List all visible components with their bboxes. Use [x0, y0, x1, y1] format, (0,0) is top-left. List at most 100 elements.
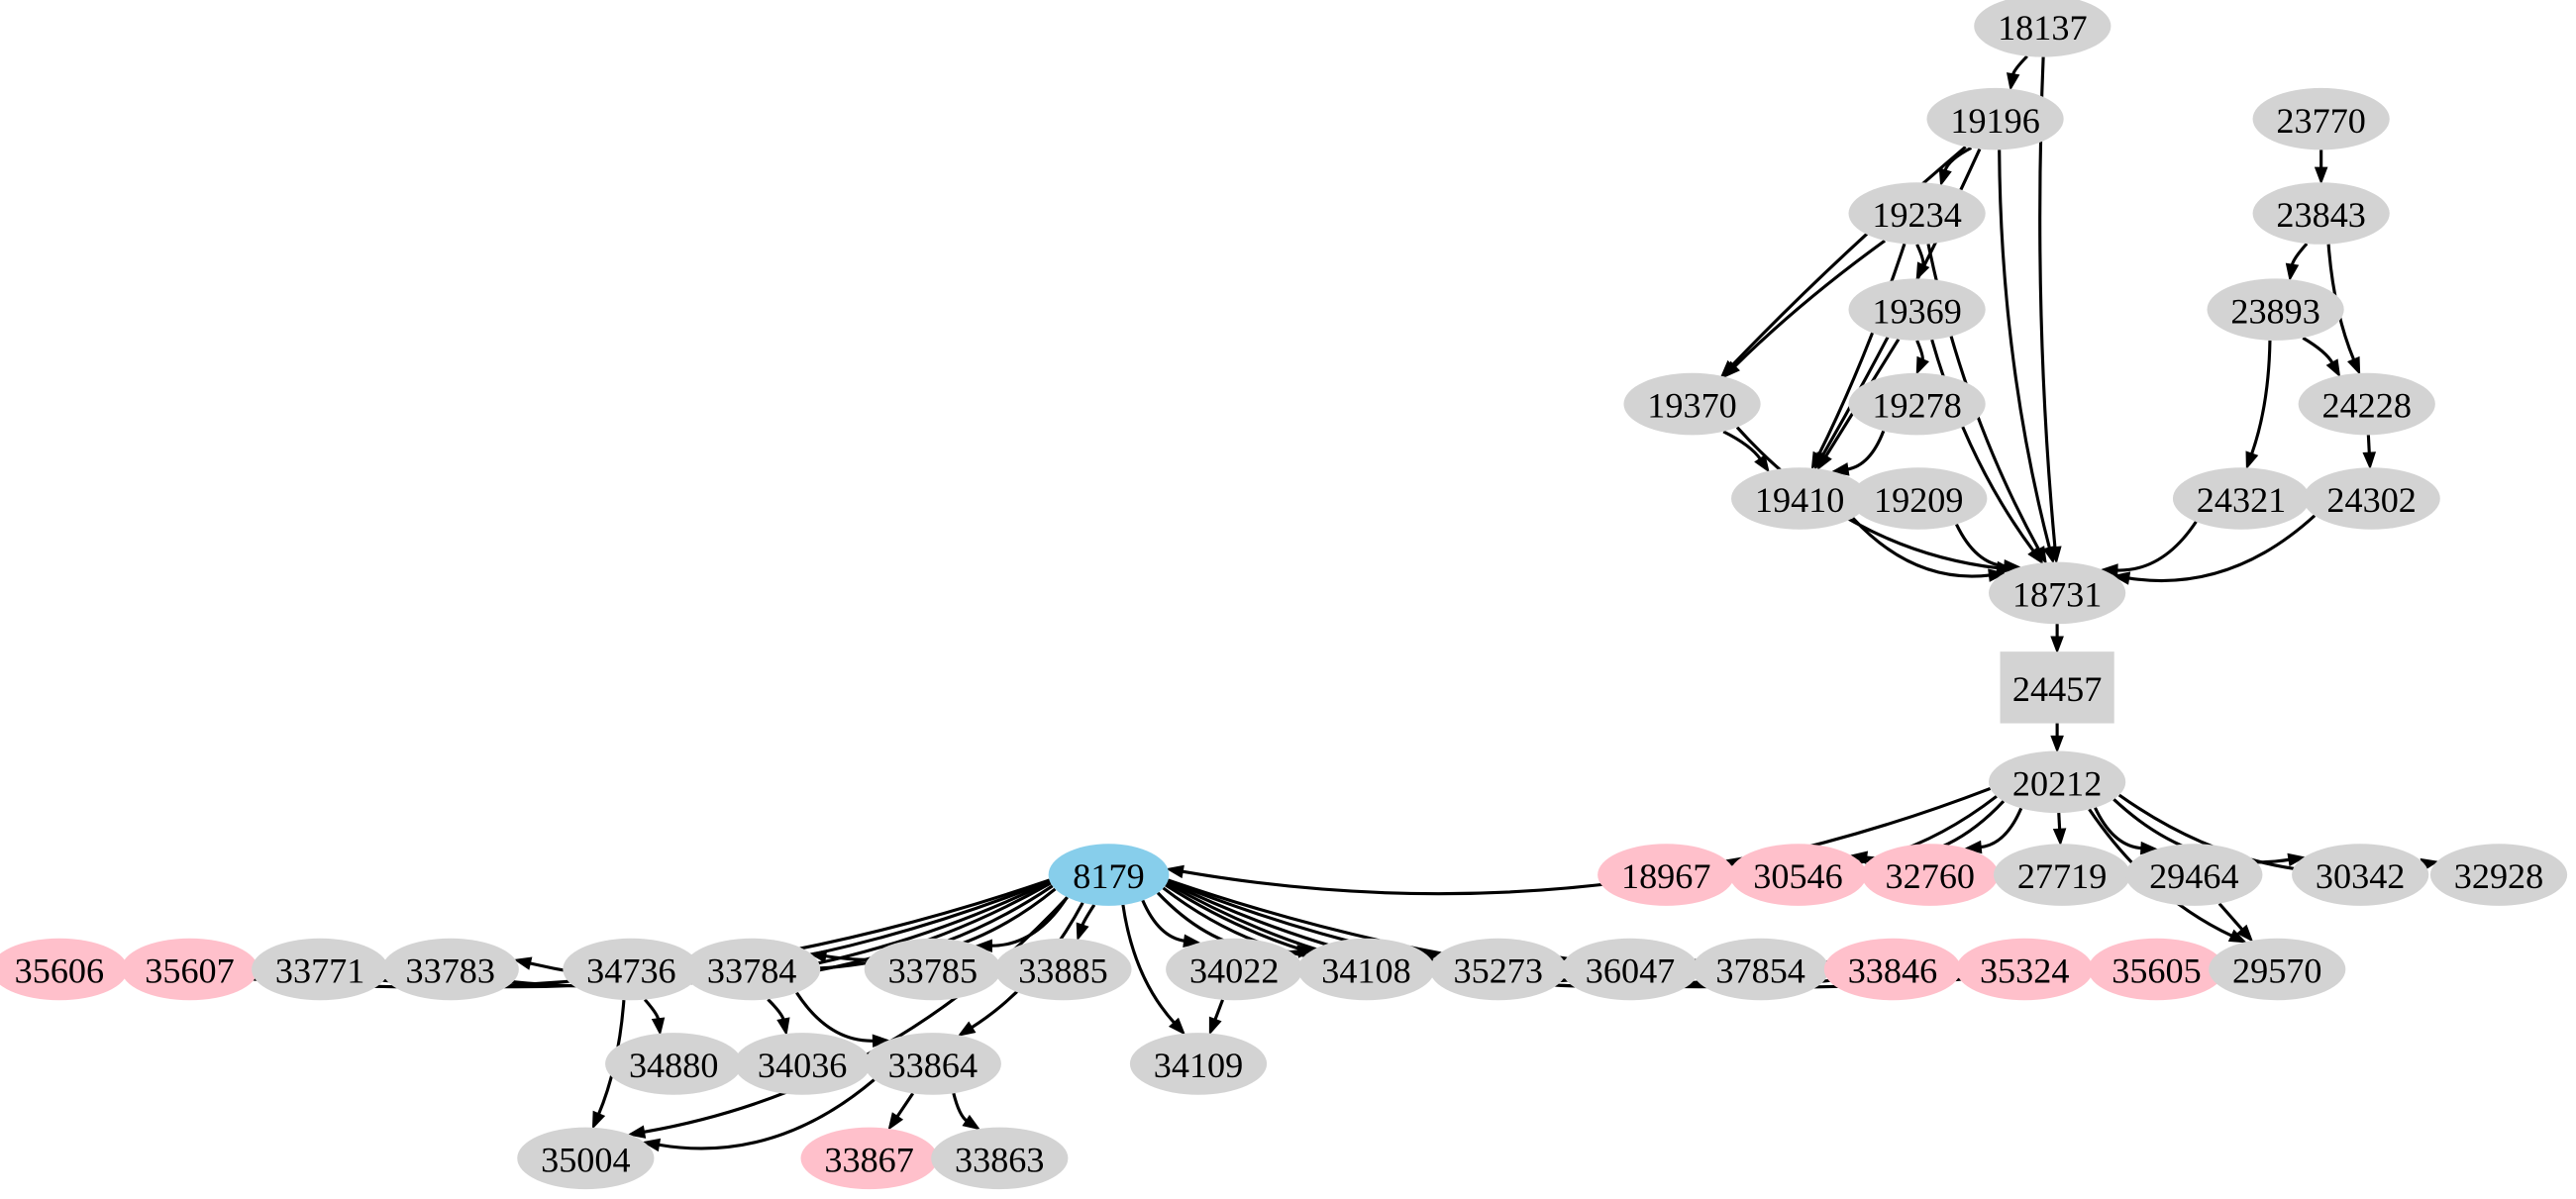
- graph-node-34880[interactable]: 34880: [605, 1033, 743, 1095]
- graph-node-20212[interactable]: 20212: [1989, 750, 2126, 814]
- node-ellipse[interactable]: [1597, 844, 1735, 906]
- node-ellipse[interactable]: [734, 1033, 872, 1095]
- node-ellipse[interactable]: [1561, 938, 1700, 1001]
- graph-node-34108[interactable]: 34108: [1297, 938, 1435, 1001]
- node-ellipse[interactable]: [1729, 844, 1867, 906]
- graph-node-23893[interactable]: 23893: [2207, 278, 2344, 341]
- graph-node-23843[interactable]: 23843: [2252, 182, 2390, 245]
- graph-node-36047[interactable]: 36047: [1561, 938, 1700, 1001]
- node-ellipse[interactable]: [1989, 750, 2126, 814]
- graph-node-24457[interactable]: 24457: [2000, 651, 2114, 724]
- graph-node-30546[interactable]: 30546: [1729, 844, 1867, 906]
- graph-node-24321[interactable]: 24321: [2172, 467, 2311, 530]
- node-ellipse[interactable]: [1297, 938, 1435, 1001]
- node-ellipse[interactable]: [2303, 467, 2440, 530]
- graph-node-33846[interactable]: 33846: [1823, 938, 1962, 1001]
- node-ellipse[interactable]: [2207, 278, 2344, 341]
- node-ellipse[interactable]: [0, 938, 128, 1001]
- graph-node-33783[interactable]: 33783: [381, 938, 519, 1001]
- node-ellipse[interactable]: [1926, 87, 2064, 150]
- node-ellipse[interactable]: [1848, 182, 1986, 245]
- node-ellipse[interactable]: [517, 1127, 655, 1190]
- graph-node-33771[interactable]: 33771: [252, 938, 389, 1001]
- graph-node-35605[interactable]: 35605: [2088, 938, 2225, 1001]
- graph-node-33863[interactable]: 33863: [931, 1127, 1069, 1190]
- node-ellipse[interactable]: [1692, 938, 1829, 1001]
- graph-node-23770[interactable]: 23770: [2252, 87, 2390, 150]
- graph-node-19278[interactable]: 19278: [1848, 372, 1986, 436]
- graph-node-18967[interactable]: 18967: [1597, 844, 1735, 906]
- edge-arrowhead: [2139, 841, 2159, 855]
- node-ellipse[interactable]: [1993, 844, 2131, 906]
- graph-node-19209[interactable]: 19209: [1850, 467, 1988, 530]
- node-ellipse[interactable]: [1731, 467, 1869, 530]
- node-ellipse[interactable]: [1166, 938, 1303, 1001]
- node-ellipse[interactable]: [931, 1127, 1069, 1190]
- node-ellipse[interactable]: [2292, 844, 2429, 906]
- node-ellipse[interactable]: [1956, 938, 2094, 1001]
- graph-node-35606[interactable]: 35606: [0, 938, 128, 1001]
- node-ellipse[interactable]: [1623, 372, 1761, 436]
- graph-node-34736[interactable]: 34736: [563, 938, 700, 1001]
- graph-node-27719[interactable]: 27719: [1993, 844, 2131, 906]
- graph-node-18137[interactable]: 18137: [1974, 0, 2112, 57]
- graph-node-33784[interactable]: 33784: [683, 938, 821, 1001]
- node-ellipse[interactable]: [2298, 372, 2435, 436]
- node-ellipse[interactable]: [1129, 1033, 1268, 1095]
- graph-node-24228[interactable]: 24228: [2298, 372, 2435, 436]
- node-ellipse[interactable]: [252, 938, 389, 1001]
- node-ellipse[interactable]: [2209, 938, 2346, 1001]
- graph-edge: [1816, 243, 1906, 456]
- graph-node-33885[interactable]: 33885: [994, 938, 1132, 1001]
- graph-node-35004[interactable]: 35004: [517, 1127, 655, 1190]
- node-ellipse[interactable]: [2125, 844, 2263, 906]
- node-ellipse[interactable]: [800, 1127, 938, 1190]
- node-ellipse[interactable]: [563, 938, 700, 1001]
- node-ellipse[interactable]: [1848, 278, 1986, 341]
- node-ellipse[interactable]: [1974, 0, 2112, 57]
- graph-node-18731[interactable]: 18731: [1989, 561, 2126, 625]
- graph-node-19410[interactable]: 19410: [1731, 467, 1869, 530]
- node-ellipse[interactable]: [1848, 372, 1986, 436]
- graph-node-32760[interactable]: 32760: [1861, 844, 1999, 906]
- node-ellipse[interactable]: [864, 1033, 1001, 1095]
- graph-node-34036[interactable]: 34036: [734, 1033, 872, 1095]
- node-ellipse[interactable]: [605, 1033, 743, 1095]
- node-ellipse[interactable]: [2252, 182, 2390, 245]
- node-ellipse[interactable]: [2172, 467, 2311, 530]
- graph-node-29464[interactable]: 29464: [2125, 844, 2263, 906]
- node-ellipse[interactable]: [2252, 87, 2390, 150]
- node-ellipse[interactable]: [1048, 844, 1170, 906]
- graph-node-32928[interactable]: 32928: [2429, 844, 2568, 906]
- graph-node-19369[interactable]: 19369: [1848, 278, 1986, 341]
- graph-node-34109[interactable]: 34109: [1129, 1033, 1268, 1095]
- node-ellipse[interactable]: [683, 938, 821, 1001]
- graph-node-33785[interactable]: 33785: [864, 938, 1001, 1001]
- node-box[interactable]: [2000, 651, 2114, 724]
- graph-node-24302[interactable]: 24302: [2303, 467, 2440, 530]
- node-ellipse[interactable]: [381, 938, 519, 1001]
- graph-node-35273[interactable]: 35273: [1429, 938, 1567, 1001]
- graph-node-35607[interactable]: 35607: [121, 938, 258, 1001]
- graph-node-19370[interactable]: 19370: [1623, 372, 1761, 436]
- graph-node-29570[interactable]: 29570: [2209, 938, 2346, 1001]
- node-ellipse[interactable]: [1850, 467, 1988, 530]
- graph-node-34022[interactable]: 34022: [1166, 938, 1303, 1001]
- graph-node-19234[interactable]: 19234: [1848, 182, 1986, 245]
- node-ellipse[interactable]: [1989, 561, 2126, 625]
- graph-node-19196[interactable]: 19196: [1926, 87, 2064, 150]
- node-ellipse[interactable]: [2088, 938, 2225, 1001]
- graph-node-8179[interactable]: 8179: [1048, 844, 1170, 906]
- node-ellipse[interactable]: [864, 938, 1001, 1001]
- node-ellipse[interactable]: [994, 938, 1132, 1001]
- node-ellipse[interactable]: [1823, 938, 1962, 1001]
- graph-node-33867[interactable]: 33867: [800, 1127, 938, 1190]
- graph-node-30342[interactable]: 30342: [2292, 844, 2429, 906]
- node-ellipse[interactable]: [2429, 844, 2568, 906]
- graph-node-33864[interactable]: 33864: [864, 1033, 1001, 1095]
- graph-node-37854[interactable]: 37854: [1692, 938, 1829, 1001]
- node-ellipse[interactable]: [121, 938, 258, 1001]
- node-ellipse[interactable]: [1429, 938, 1567, 1001]
- node-ellipse[interactable]: [1861, 844, 1999, 906]
- graph-node-35324[interactable]: 35324: [1956, 938, 2094, 1001]
